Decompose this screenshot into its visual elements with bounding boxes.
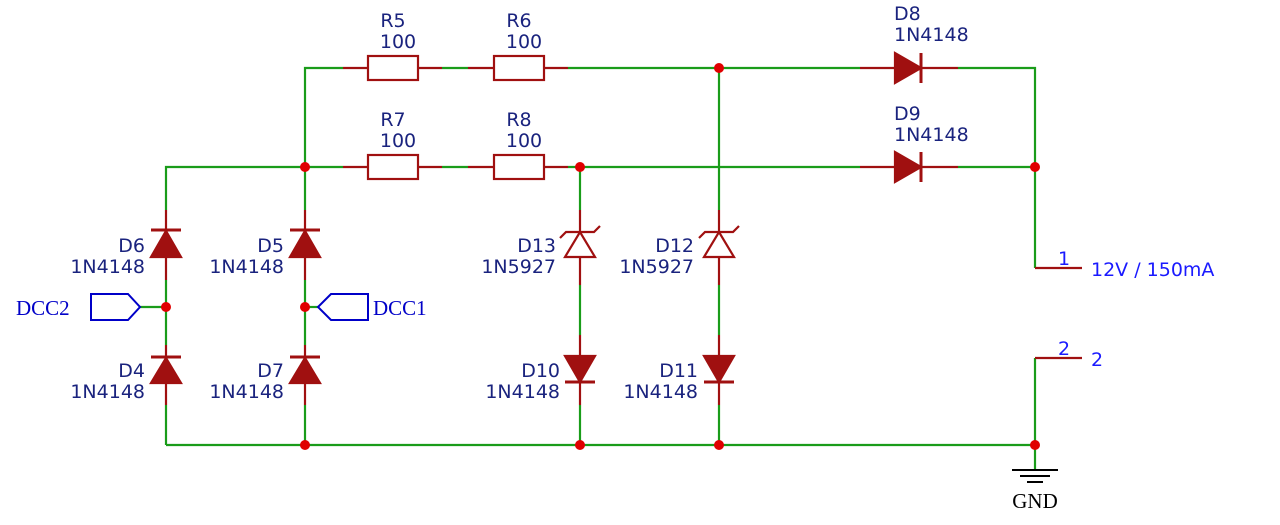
resistor-r5[interactable]: [343, 54, 442, 82]
d9-value: 1N4148: [894, 124, 969, 146]
resistor-r7[interactable]: [343, 153, 442, 181]
resistor-r6[interactable]: [468, 54, 568, 82]
junctions: [161, 63, 1040, 450]
diode-d6[interactable]: [149, 210, 183, 280]
d12-value: 1N5927: [619, 256, 694, 278]
diode-d9[interactable]: [860, 150, 958, 184]
d13-value: 1N5927: [481, 256, 556, 278]
pin-2-number: 2: [1058, 338, 1070, 360]
zeners: [559, 210, 740, 285]
ground-label: GND: [1012, 489, 1058, 513]
junction: [300, 440, 310, 450]
junction: [1030, 162, 1040, 172]
diode-d8[interactable]: [860, 51, 958, 85]
resistor-r8[interactable]: [468, 153, 568, 181]
junction: [161, 302, 171, 312]
d8-value: 1N4148: [894, 24, 969, 46]
junction: [714, 63, 724, 73]
d10-value: 1N4148: [485, 381, 560, 403]
r6-value: 100: [506, 31, 542, 53]
r7-value: 100: [380, 130, 416, 152]
diode-d10[interactable]: [563, 335, 597, 405]
pin-2-label: 2: [1091, 349, 1103, 371]
diode-d11[interactable]: [702, 335, 736, 405]
ground-symbol: [1012, 469, 1058, 483]
d13-ref: D13: [517, 235, 556, 257]
diodes: [149, 51, 958, 405]
diode-d4[interactable]: [149, 345, 183, 405]
d12-ref: D12: [655, 235, 694, 257]
diode-d7[interactable]: [288, 345, 322, 405]
wires: [140, 66, 1037, 470]
d8-ref: D8: [894, 3, 921, 25]
wire-d8-out: [958, 66, 1037, 167]
pin-1-label: 12V / 150mA: [1091, 259, 1214, 281]
wire-left-rail: [164, 165, 343, 210]
d11-ref: D11: [659, 360, 698, 382]
junction: [575, 162, 585, 172]
d5-value: 1N4148: [209, 256, 284, 278]
d5-ref: D5: [257, 235, 284, 257]
junction: [1030, 440, 1040, 450]
zener-d12[interactable]: [698, 210, 740, 285]
d11-value: 1N4148: [623, 381, 698, 403]
d7-value: 1N4148: [209, 381, 284, 403]
junction: [300, 162, 310, 172]
r7-ref: R7: [380, 109, 405, 131]
labels: R5 100 R6 100 R7 100 R8 100 D8 1N4148 D9…: [70, 3, 968, 403]
port-dcc2-label: DCC2: [16, 296, 70, 320]
d10-ref: D10: [521, 360, 560, 382]
pin-1-number: 1: [1058, 248, 1070, 270]
resistors: [343, 54, 568, 181]
d6-ref: D6: [118, 235, 145, 257]
d9-ref: D9: [894, 103, 921, 125]
ports: [90, 293, 369, 321]
d6-value: 1N4148: [70, 256, 145, 278]
r5-value: 100: [380, 31, 416, 53]
port-dcc1-shape[interactable]: [316, 293, 369, 321]
wire-top-rail: [303, 66, 343, 167]
d4-value: 1N4148: [70, 381, 145, 403]
junction: [300, 302, 310, 312]
connector: [1035, 266, 1082, 360]
r8-value: 100: [506, 130, 542, 152]
zener-d13[interactable]: [559, 210, 601, 285]
r6-ref: R6: [506, 10, 531, 32]
port-dcc1-label: DCC1: [373, 296, 427, 320]
diode-d5[interactable]: [288, 210, 322, 280]
r5-ref: R5: [380, 10, 405, 32]
junction: [714, 440, 724, 450]
r8-ref: R8: [506, 109, 531, 131]
junction: [575, 440, 585, 450]
d7-ref: D7: [257, 360, 284, 382]
port-dcc2-shape[interactable]: [90, 293, 142, 321]
d4-ref: D4: [118, 360, 145, 382]
